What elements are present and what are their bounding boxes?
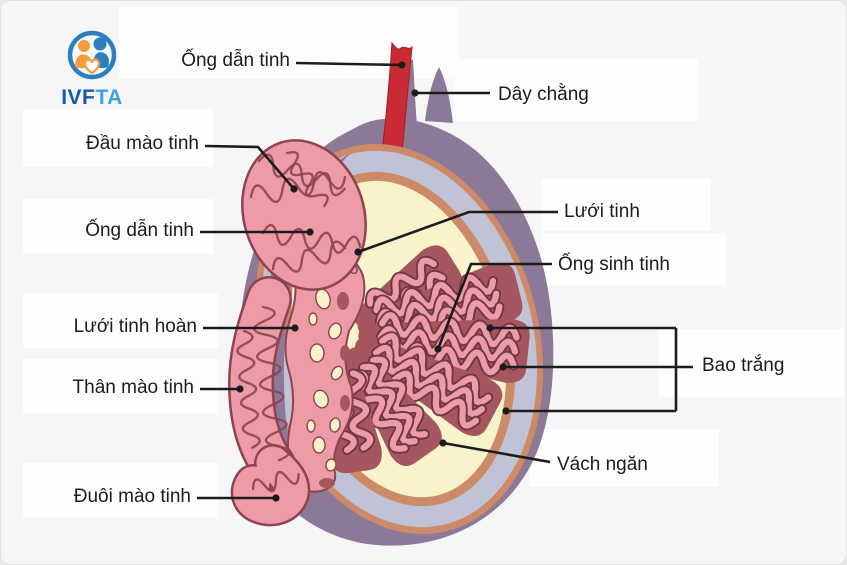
logo-brand-primary: IVF — [61, 86, 96, 109]
rete-channel — [309, 343, 325, 363]
rete-channel — [312, 436, 326, 454]
lobules-group — [295, 245, 530, 474]
epididymis-tubule-line — [285, 151, 329, 208]
leader-ong-sinh-tinh — [436, 262, 552, 350]
pointer-dots — [236, 61, 510, 502]
label-luoi-tinh-hoan: Lưới tinh hoàn — [73, 316, 197, 337]
leader-vach-ngan — [442, 441, 551, 464]
leader-lines — [197, 61, 693, 500]
rete-channel — [330, 365, 344, 381]
rete-channel — [306, 419, 316, 433]
epididymis-head — [241, 139, 367, 291]
label-than-mao-tinh: Thân mào tinh — [72, 377, 194, 398]
epididymis-tubule-line — [236, 329, 261, 449]
ivfta-logo: IVFTA — [53, 29, 131, 110]
epididymis-tubule-line — [271, 240, 347, 273]
rete-channel — [325, 458, 337, 472]
logo-person-orange — [78, 40, 90, 52]
ligament-spike — [425, 67, 453, 123]
logo-person-blue — [93, 37, 107, 51]
epididymis-tubule-line — [249, 171, 347, 203]
logo-brand-secondary: TA — [95, 86, 123, 109]
rete-septum-bit — [319, 478, 335, 488]
rete-channel — [313, 389, 329, 409]
rete-septum-bit — [340, 395, 350, 411]
leader-dau-mao-tinh — [204, 144, 295, 190]
label-day-chang: Dây chằng — [498, 84, 589, 105]
label-ong-dan-tinh: Ống dẫn tinh — [85, 220, 194, 241]
label-luoi-tinh: Lưới tinh — [564, 201, 640, 222]
logo-heart — [83, 58, 101, 75]
leader-luoi-tinh — [357, 210, 558, 254]
label-dau-mao-tinh: Đầu mào tinh — [85, 133, 199, 154]
lobule — [358, 310, 530, 383]
label-ong-sinh-tinh: Ống sinh tinh — [558, 254, 670, 275]
rete-septum-bit — [337, 292, 349, 310]
epididymis — [227, 139, 367, 527]
epididymis-tubule-line — [251, 470, 300, 493]
ivfta-logo-icon — [67, 30, 117, 80]
epididymis-tubule-line — [253, 305, 291, 462]
leader-ong-dan-tinh-top — [295, 61, 403, 67]
rete-septum-bit — [340, 345, 350, 361]
rete-channel — [328, 322, 342, 340]
epididymis-convolutions — [236, 151, 362, 493]
label-bao-trang: Bao trắng — [702, 355, 785, 376]
label-duoi-mao-tinh: Đuôi mào tinh — [73, 486, 191, 507]
rete-channel — [308, 312, 318, 326]
label-ong-dan-tinh-top: Ống dẫn tinh — [181, 50, 290, 71]
label-vach-ngan: Vách ngăn — [557, 454, 648, 475]
ivfta-logo-text: IVFTA — [53, 86, 131, 110]
rete-channel — [329, 417, 341, 433]
label-backdrops — [23, 7, 844, 518]
